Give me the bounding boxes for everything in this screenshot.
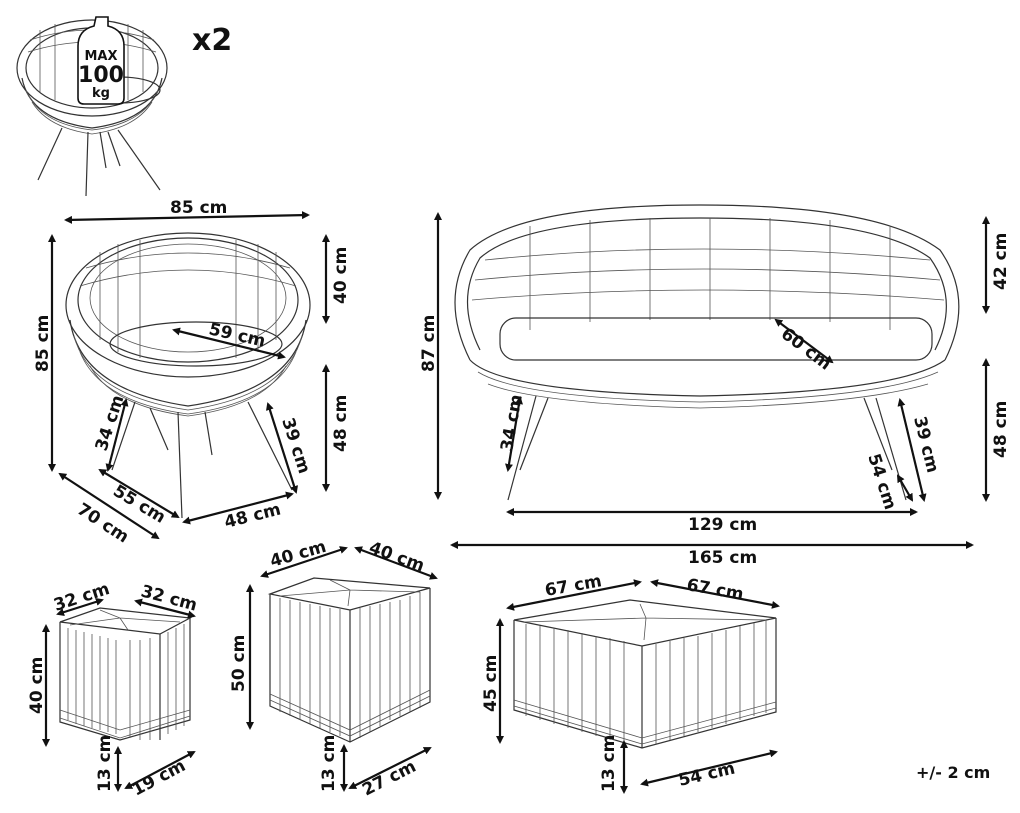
large-stool-height-label: 50 cm xyxy=(229,635,249,692)
chair-illustration xyxy=(65,232,311,519)
sofa-back-height-label: 42 cm xyxy=(991,233,1011,290)
table-depth-label: 67 cm xyxy=(685,575,745,605)
small-stool-illustration xyxy=(59,607,192,741)
weight-value: 100 xyxy=(78,63,124,88)
sofa-leg-left-label: 34 cm xyxy=(497,393,527,453)
sofa-seat-height-label: 48 cm xyxy=(991,401,1011,458)
large-stool-depth-label: 40 cm xyxy=(366,538,427,576)
sofa-width-label: 165 cm xyxy=(688,548,757,568)
small-stool-width-label: 32 cm xyxy=(51,579,112,616)
large-stool-illustration xyxy=(267,577,431,743)
chair-width-label: 85 cm xyxy=(170,198,227,218)
table-width-label: 67 cm xyxy=(543,571,603,601)
chair-seat-height-label: 48 cm xyxy=(331,395,351,452)
chair-back-height-label: 40 cm xyxy=(331,247,351,304)
weight-unit: kg xyxy=(92,86,110,101)
sofa-illustration xyxy=(454,204,960,501)
sofa-height-label: 87 cm xyxy=(419,315,439,372)
table-height-label: 45 cm xyxy=(481,655,501,712)
chair-leg-back-label: 39 cm xyxy=(277,415,314,476)
large-stool-base-label: 27 cm xyxy=(359,757,419,801)
sofa-base-width-label: 129 cm xyxy=(688,515,757,535)
small-stool-base-label: 19 cm xyxy=(129,756,189,801)
tolerance-note: +/- 2 cm xyxy=(916,763,990,782)
coffee-table-illustration xyxy=(513,599,777,749)
large-stool-leg-label: 13 cm xyxy=(319,735,339,792)
table-leg-label: 13 cm xyxy=(599,735,619,792)
large-stool-width-label: 40 cm xyxy=(268,537,329,572)
small-stool-height-label: 40 cm xyxy=(27,657,47,714)
weight-limit-icon: MAX 100 kg xyxy=(77,16,125,105)
quantity-label: x2 xyxy=(192,23,232,58)
table-base-label: 54 cm xyxy=(677,758,737,790)
sofa-seat-depth-label: 60 cm xyxy=(777,324,835,375)
chair-leg-front-label: 34 cm xyxy=(92,393,129,454)
weight-max-label: MAX xyxy=(84,49,117,64)
small-stool-leg-label: 13 cm xyxy=(95,735,115,792)
sofa-leg-right-label: 39 cm xyxy=(909,414,942,475)
chair-height-label: 85 cm xyxy=(33,315,53,372)
